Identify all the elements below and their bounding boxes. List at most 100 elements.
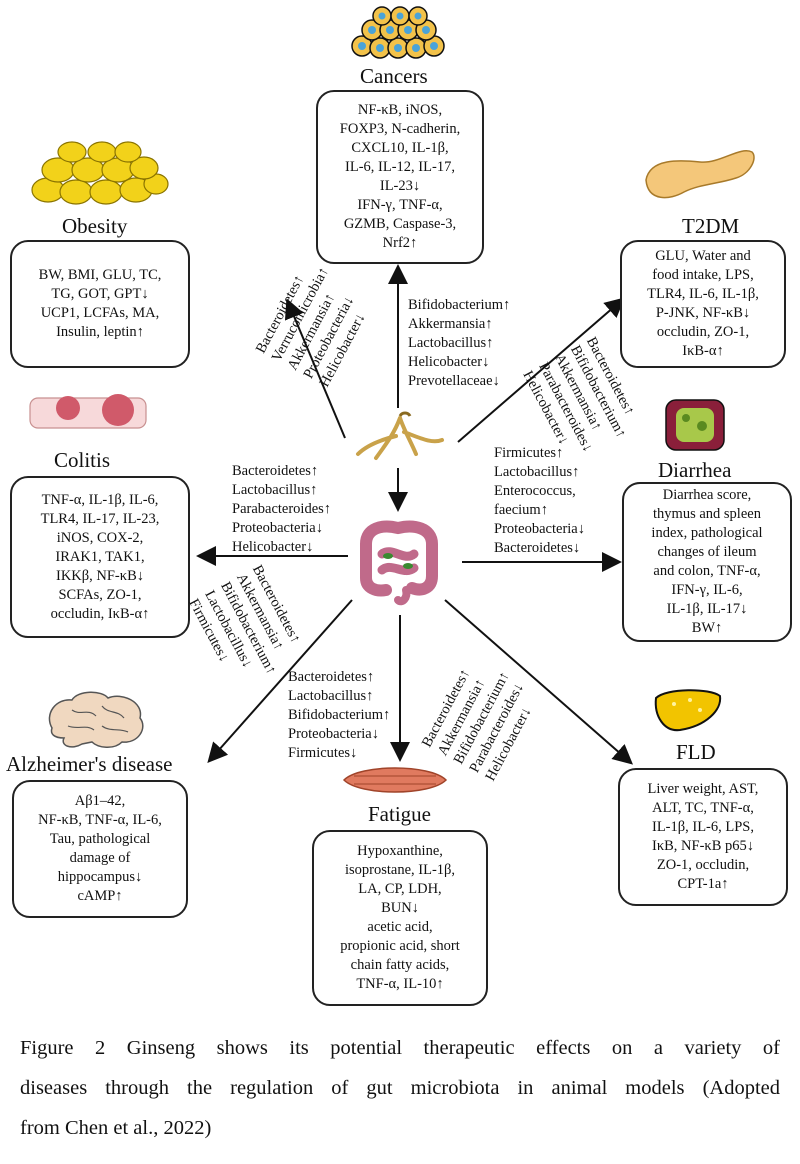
brain-icon bbox=[48, 691, 144, 748]
bacteria-item: Firmicutes↓ bbox=[288, 745, 358, 761]
bacteria-item: Enterococcus, bbox=[494, 483, 576, 499]
fatigue-line: chain fatty acids, bbox=[350, 957, 450, 973]
diarrhea-line: BW↑ bbox=[691, 620, 723, 636]
diarrhea-box: Diarrhea score, thymus and spleen index,… bbox=[622, 482, 792, 642]
diarrhea-line: Diarrhea score, bbox=[662, 487, 752, 503]
colitis-line: TNF-α, IL-1β, IL-6, bbox=[41, 491, 159, 508]
colitis-title: Colitis bbox=[54, 448, 111, 472]
alzheimers-box: Aβ1–42, NF-κB, TNF-α, IL-6, Tau, patholo… bbox=[12, 780, 188, 918]
t2dm-title: T2DM bbox=[682, 214, 740, 238]
colitis-box: TNF-α, IL-1β, IL-6, TLR4, IL-17, IL-23, … bbox=[10, 476, 190, 638]
colitis-line: IKKβ, NF-κB↓ bbox=[56, 567, 144, 584]
fld-line: IκB, NF-κB p65↓ bbox=[651, 838, 755, 854]
fatigue-line: propionic acid, short bbox=[340, 938, 460, 954]
bacteria-item: Lactobacillus↑ bbox=[288, 688, 374, 704]
fatigue-line: isoprostane, IL-1β, bbox=[344, 862, 456, 878]
cancers-bacteria: Bifidobacterium↑ Akkermansia↑ Lactobacil… bbox=[408, 296, 510, 391]
bacteria-item: Firmicutes↑ bbox=[494, 445, 564, 461]
colitis-line: SCFAs, ZO-1, bbox=[58, 586, 142, 603]
fatigue-line: acetic acid, bbox=[367, 919, 433, 935]
t2dm-line: IκB-α↑ bbox=[682, 343, 724, 359]
fatigue-box: Hypoxanthine, isoprostane, IL-1β, LA, CP… bbox=[312, 830, 488, 1006]
bacteria-item: faecium↑ bbox=[494, 502, 548, 518]
cancers-line: IFN-γ, TNF-α, bbox=[357, 197, 443, 213]
t2dm-line: TLR4, IL-6, IL-1β, bbox=[647, 286, 759, 302]
bacteria-item: Proteobacteria↓ bbox=[494, 521, 585, 537]
bacteria-item: Parabacteroides↑ bbox=[232, 501, 332, 517]
bacteria-item: Helicobacter↓ bbox=[408, 354, 490, 370]
diarrhea-title: Diarrhea bbox=[658, 458, 732, 482]
fatigue-line: BUN↓ bbox=[381, 900, 419, 916]
cancers-box: NF-κB, iNOS, FOXP3, N-cadherin, CXCL10, … bbox=[316, 90, 484, 264]
diarrhea-line: changes of ileum bbox=[657, 544, 757, 560]
cancers-line: FOXP3, N-cadherin, bbox=[339, 121, 461, 137]
cancer-cells-icon bbox=[351, 6, 445, 59]
bacteria-item: Akkermansia↑ bbox=[408, 316, 493, 332]
caption-line: from Chen et al., 2022) bbox=[20, 1117, 212, 1139]
fld-line: IL-1β, IL-6, LPS, bbox=[651, 819, 755, 835]
colon-tissue-icon bbox=[29, 394, 147, 429]
obesity-line: TG, GOT, GPT↓ bbox=[51, 286, 149, 302]
fld-title: FLD bbox=[676, 740, 716, 764]
obesity-line: Insulin, leptin↑ bbox=[56, 324, 144, 340]
colitis-bacteria: Bacteroidetes↑ Lactobacillus↑ Parabacter… bbox=[232, 462, 331, 557]
alzheimers-line: Aβ1–42, bbox=[74, 793, 126, 809]
diarrhea-line: thymus and spleen bbox=[653, 506, 761, 522]
alzheimers-line: Tau, pathological bbox=[49, 831, 151, 847]
alzheimers-line: hippocampus↓ bbox=[57, 869, 143, 885]
obesity-line: BW, BMI, GLU, TC, bbox=[38, 267, 162, 283]
fatigue-bacteria: Bacteroidetes↑ Lactobacillus↑ Bifidobact… bbox=[288, 668, 390, 763]
ginseng-root-icon bbox=[356, 411, 444, 460]
bacteria-item: Prevotellaceae↓ bbox=[408, 373, 500, 389]
arrow-to-fld bbox=[444, 599, 634, 765]
colitis-line: occludin, IκB-α↑ bbox=[50, 605, 150, 622]
t2dm-box: GLU, Water and food intake, LPS, TLR4, I… bbox=[620, 240, 786, 368]
diarrhea-line: and colon, TNF-α, bbox=[653, 563, 761, 579]
alzheimers-title: Alzheimer's disease bbox=[6, 752, 173, 776]
colitis-line: IRAK1, TAK1, bbox=[55, 548, 145, 565]
fatigue-line: LA, CP, LDH, bbox=[358, 881, 442, 897]
colitis-line: iNOS, COX-2, bbox=[56, 529, 144, 546]
fat-cells-icon bbox=[31, 141, 169, 205]
bacteria-item: Proteobacteria↓ bbox=[232, 520, 323, 536]
intestine-diarrhea-icon bbox=[665, 399, 725, 451]
cancers-line: CXCL10, IL-1β, bbox=[351, 140, 449, 156]
alzheimers-line: damage of bbox=[69, 850, 131, 866]
t2dm-line: occludin, ZO-1, bbox=[656, 324, 750, 340]
diarrhea-line: index, pathological bbox=[651, 525, 763, 541]
fld-box: Liver weight, AST, ALT, TC, TNF-α, IL-1β… bbox=[618, 768, 788, 906]
bacteria-item: Lactobacillus↑ bbox=[494, 464, 580, 480]
bacteria-item: Helicobacter↓ bbox=[232, 539, 314, 555]
diarrhea-bacteria: Firmicutes↑ Lactobacillus↑ Enterococcus,… bbox=[494, 444, 585, 558]
bacteria-item: Bacteroidetes↓ bbox=[494, 540, 581, 556]
t2dm-line: food intake, LPS, bbox=[652, 267, 754, 283]
cancers-line: IL-6, IL-12, IL-17, bbox=[345, 159, 455, 175]
bacteria-item: Lactobacillus↑ bbox=[232, 482, 318, 498]
fld-line: ZO-1, occludin, bbox=[656, 857, 750, 873]
caption-line: Figure 2 Ginseng shows its potential the… bbox=[20, 1037, 780, 1059]
bacteria-item: Proteobacteria↓ bbox=[288, 726, 379, 742]
obesity-box: BW, BMI, GLU, TC, TG, GOT, GPT↓ UCP1, LC… bbox=[10, 240, 190, 368]
t2dm-line: P-JNK, NF-κB↓ bbox=[655, 305, 751, 321]
gut-icon bbox=[360, 520, 438, 606]
obesity-title: Obesity bbox=[62, 214, 128, 238]
alzheimers-line: cAMP↑ bbox=[77, 888, 123, 904]
liver-icon bbox=[654, 689, 722, 732]
arrow-to-t2dm bbox=[457, 297, 626, 443]
fld-line: Liver weight, AST, bbox=[647, 781, 759, 797]
fld-line: CPT-1a↑ bbox=[677, 876, 729, 892]
t2dm-line: GLU, Water and bbox=[655, 248, 751, 264]
fld-line: ALT, TC, TNF-α, bbox=[652, 800, 754, 816]
diarrhea-line: IL-1β, IL-17↓ bbox=[666, 601, 748, 617]
muscle-icon bbox=[342, 767, 448, 793]
pancreas-icon bbox=[645, 150, 755, 199]
fatigue-title: Fatigue bbox=[368, 802, 431, 826]
bacteria-item: Bacteroidetes↑ bbox=[288, 669, 375, 685]
cancers-line: Nrf2↑ bbox=[382, 235, 418, 251]
bacteria-item: Bacteroidetes↑ bbox=[232, 463, 319, 479]
cancers-line: NF-κB, iNOS, bbox=[357, 102, 443, 118]
cancers-line: GZMB, Caspase-3, bbox=[343, 216, 457, 232]
alzheimers-line: NF-κB, TNF-α, IL-6, bbox=[38, 812, 162, 828]
bacteria-item: Bifidobacterium↑ bbox=[408, 297, 511, 313]
